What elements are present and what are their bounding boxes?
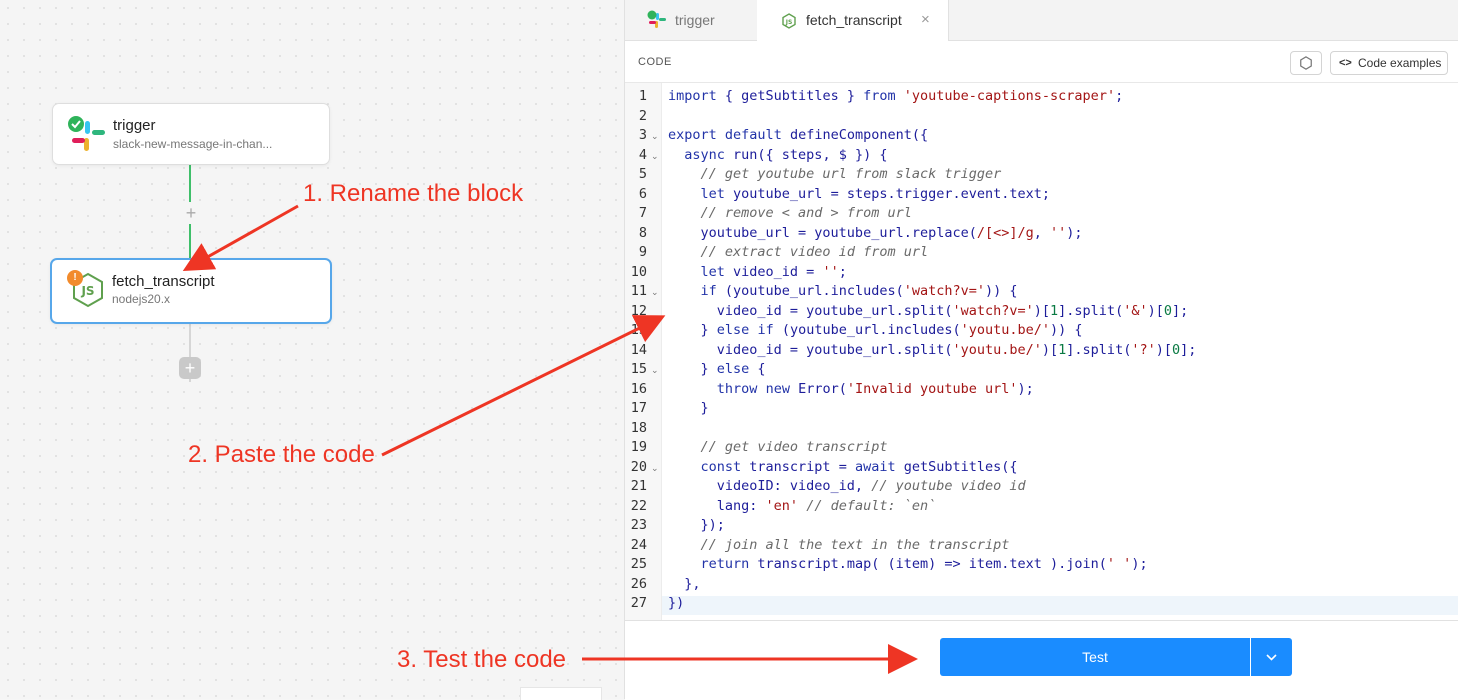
line-number: 4 [638,146,647,163]
tab-label: fetch_transcript [806,12,902,28]
line-number: 5 [638,166,647,182]
arrow-paste [381,315,666,457]
node-subtitle: nodejs20.x [112,292,171,306]
code-editor[interactable]: 123⌄4⌄567891011⌄12131415⌄1617181920⌄2122… [625,83,1458,620]
svg-text:JS: JS [785,19,793,26]
code-line: youtube_url = youtube_url.replace(/[<>]/… [668,224,1083,241]
runtime-icon-button[interactable] [1290,51,1322,75]
code-line: const transcript = await getSubtitles({ [700,458,1018,475]
line-number: 11 [630,283,647,299]
line-number: 6 [638,185,647,202]
test-button[interactable]: Test [940,638,1250,676]
nodejs-icon: JS [782,13,796,29]
code-line: // remove < and > from url [700,205,912,221]
line-number: 8 [638,224,647,241]
minimap-stub [520,687,602,700]
node-subtitle: slack-new-message-in-chan... [113,137,273,151]
line-number: 27 [630,595,647,611]
add-step-button[interactable]: + [179,357,201,379]
chevron-down-icon [1266,654,1277,661]
code-line: } else if (youtube_url.includes('youtu.b… [668,322,1083,338]
code-line: video_id = youtube_url.split('watch?v=')… [668,302,1189,319]
line-number: 16 [630,380,647,397]
line-number: 25 [630,556,647,572]
code-line: video_id = youtube_url.split('youtu.be/'… [668,341,1197,358]
code-line: return transcript.map( (item) => item.te… [700,556,1148,572]
line-number: 1 [638,88,647,104]
slack-icon [647,10,666,28]
line-number-gutter: 123⌄4⌄567891011⌄12131415⌄1617181920⌄2122… [625,83,662,620]
add-step-button[interactable]: + [180,202,202,224]
fold-chevron-icon[interactable]: ⌄ [651,288,659,298]
line-number: 20 [630,458,647,475]
line-number: 26 [630,575,647,592]
code-section-label: CODE [638,56,672,68]
line-number: 2 [638,107,647,124]
code-line: import { getSubtitles } from 'youtube-ca… [668,88,1124,104]
code-line: export default defineComponent({ [668,127,929,143]
svg-text:JS: JS [80,284,94,298]
code-line: videoID: video_id, // youtube video id [668,478,1026,494]
workflow-canvas: + + trigger slack-new-message-in-chan...… [0,0,624,700]
annotation-paste: 2. Paste the code [188,441,375,468]
slack-icon [68,116,105,151]
code-line: }); [668,517,725,533]
workflow-node-trigger[interactable]: trigger slack-new-message-in-chan... [52,103,330,165]
line-number: 21 [630,478,647,494]
warning-badge: ! [67,270,83,286]
line-number: 10 [630,263,647,280]
step-editor-panel: trigger JS fetch_transcript × CODE <> Co… [624,0,1458,700]
code-line: // get video transcript [700,439,888,455]
connector-line [189,320,191,382]
line-number: 15 [630,361,647,377]
line-number: 14 [630,341,647,358]
nodejs-icon [1300,56,1312,70]
tab-label: trigger [675,12,715,28]
test-dropdown-button[interactable] [1251,638,1292,676]
code-examples-button[interactable]: <> Code examples [1330,51,1448,75]
tab-bar: trigger JS fetch_transcript × [625,0,1458,41]
code-line: if (youtube_url.includes('watch?v=')) { [700,283,1018,299]
line-number: 3 [638,127,647,143]
line-number: 23 [630,517,647,533]
code-line: } [668,400,709,416]
code-line: // join all the text in the transcript [700,536,1010,553]
code-line: let youtube_url = steps.trigger.event.te… [700,185,1051,202]
fold-chevron-icon[interactable]: ⌄ [651,132,659,142]
annotation-test: 3. Test the code [397,646,567,673]
line-number: 9 [638,244,647,260]
line-number: 19 [630,439,647,455]
line-number: 24 [630,536,647,553]
code-line: // extract video id from url [700,244,929,260]
code-brackets-icon: <> [1339,57,1352,69]
code-line: async run({ steps, $ }) { [684,146,888,163]
code-line: lang: 'en' // default: `en` [668,497,937,514]
code-examples-label: Code examples [1358,56,1442,70]
code-line: let video_id = ''; [700,263,847,280]
node-title: fetch_transcript [112,273,215,290]
node-title: trigger [113,117,156,134]
code-line: }, [668,575,701,592]
fold-chevron-icon[interactable]: ⌄ [651,463,659,474]
annotation-rename: 1. Rename the block [303,180,524,207]
arrow-rename [182,204,299,271]
fold-chevron-icon[interactable]: ⌄ [651,151,659,162]
line-number: 22 [630,497,647,514]
code-line: throw new Error('Invalid youtube url'); [716,380,1034,397]
line-number: 7 [638,205,647,221]
code-line: // get youtube url from slack trigger [700,166,1002,182]
tab-fetch-transcript[interactable]: JS fetch_transcript × [757,0,949,41]
line-number: 18 [630,419,647,436]
fold-chevron-icon[interactable]: ⌄ [651,366,659,376]
line-number: 17 [630,400,647,416]
current-line-highlight [662,595,1458,615]
code-section-header: CODE <> Code examples [625,41,1458,83]
line-number: 12 [630,302,647,319]
code-line: }) [668,595,685,611]
close-icon[interactable]: × [921,11,930,28]
code-line: } else { [668,361,766,377]
